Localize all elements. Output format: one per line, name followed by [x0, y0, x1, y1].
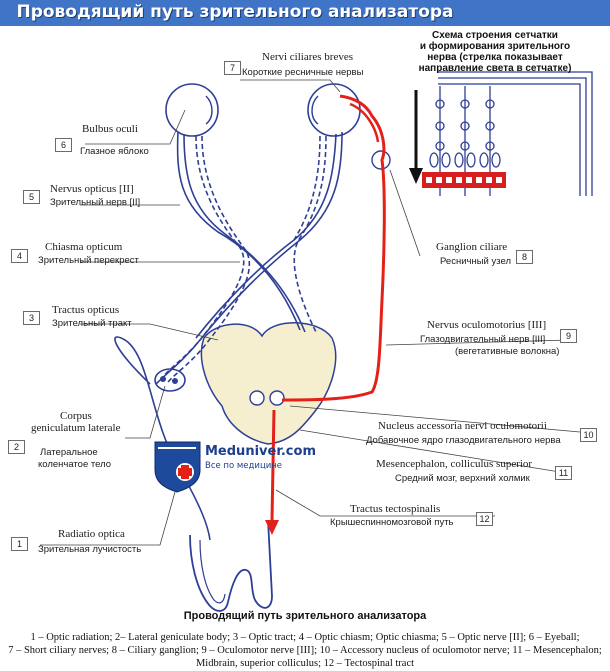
label-latin-7: Nervi ciliares breves	[262, 51, 354, 63]
legend-line: 1 – Optic radiation; 2– Lateral genicula…	[30, 632, 580, 643]
watermark-shield	[154, 441, 201, 493]
label-number-1: 1	[11, 537, 28, 551]
lgb-neuron-1	[160, 376, 166, 382]
figure-legend: 1 – Optic radiation; 2– Lateral genicula…	[4, 631, 606, 670]
ciliary-nerve-arrow	[349, 102, 380, 143]
label-latin-2: Corpus	[60, 410, 92, 422]
label-latin-2b: geniculatum laterale	[31, 422, 121, 434]
label-number-10: 10	[580, 428, 597, 442]
occipital-cortex	[189, 519, 273, 612]
left-eyeball	[165, 83, 219, 137]
accessory-nucleus-right	[269, 390, 285, 406]
light-direction-arrowhead	[409, 168, 423, 184]
optic-nerve-right	[155, 131, 343, 385]
right-eyeball	[307, 83, 361, 137]
label-latin-8: Ganglion ciliare	[436, 241, 508, 253]
tectospinal-path	[270, 409, 276, 521]
label-russian-2b: коленчатое тело	[38, 459, 112, 470]
label-russian-4: Зрительный перекрест	[38, 255, 139, 266]
label-number-6: 6	[55, 138, 72, 152]
lateral-geniculate-body	[154, 368, 186, 392]
pigment-cells	[426, 177, 502, 183]
right-lens	[311, 95, 319, 125]
label-russian-3: Зрительный тракт	[52, 318, 132, 329]
label-russian-9: Глазодвигательный нерв [III]	[420, 334, 546, 345]
title-banner	[0, 0, 610, 26]
figure-caption: Проводящий путь зрительного анализатора	[183, 610, 427, 622]
label-number-8: 8	[516, 250, 533, 264]
label-russian-2: Латеральное	[40, 447, 98, 458]
accessory-nucleus-left	[249, 390, 265, 406]
label-latin-11: Mesencephalon, colliculus superior	[376, 458, 533, 470]
legend-line: Midbrain, superior colliculus; 12 – Tect…	[195, 658, 415, 669]
label-latin-5: Nervus opticus [II]	[50, 183, 134, 195]
label-latin-1: Radiatio optica	[58, 528, 125, 540]
label-latin-12: Tractus tectospinalis	[350, 503, 441, 515]
legend-line: 7 – Short ciliary nerves; 8 – Ciliary ga…	[8, 645, 602, 656]
label-number-2: 2	[8, 440, 25, 454]
tectospinal-arrowhead	[265, 520, 279, 535]
label-russian-8: Ресничный узел	[440, 256, 511, 267]
schema-line: нерва (стрелка показывает	[427, 52, 563, 63]
label-number-5: 5	[23, 190, 40, 204]
occipital-cortex-inner	[199, 539, 226, 604]
leader-lines	[40, 79, 581, 546]
label-latin-10: Nucleus accessoria nervi oculomotorii	[378, 420, 547, 432]
watermark-name: Meduniver.com	[205, 444, 316, 459]
label-russian-9b: (вегетативные волокна)	[455, 346, 560, 357]
retina-schema	[429, 71, 593, 196]
schema-line: Схема строения сетчатки	[432, 30, 558, 41]
label-latin-6: Bulbus oculi	[82, 123, 138, 135]
oculomotor-reflex-path	[281, 94, 386, 402]
label-russian-11: Средний мозг, верхний холмик	[395, 473, 530, 484]
label-russian-5: Зрительный нерв [II]	[50, 197, 141, 208]
pigment-layer	[422, 172, 506, 188]
optic-radiation	[114, 336, 211, 541]
retina-schema-note: Схема строения сетчатки и формирования з…	[400, 30, 590, 74]
schema-line: направление света в сетчатке)	[418, 63, 572, 74]
label-russian-6: Глазное яблоко	[80, 146, 149, 157]
page-title: Проводящий путь зрительного анализатора	[16, 2, 454, 22]
label-number-7: 7	[224, 61, 241, 75]
label-number-11: 11	[555, 466, 572, 480]
midbrain	[200, 322, 337, 445]
label-number-9: 9	[560, 329, 577, 343]
label-russian-7: Короткие ресничные нервы	[242, 67, 364, 78]
label-russian-12: Крышеспинномозговой путь	[330, 517, 454, 528]
label-russian-1: Зрительная лучистость	[38, 544, 142, 555]
label-number-12: 12	[476, 512, 493, 526]
label-latin-4: Chiasma opticum	[45, 241, 123, 253]
label-latin-9: Nervus oculomotorius [III]	[427, 319, 547, 331]
label-number-3: 3	[23, 311, 40, 325]
label-latin-3: Tractus opticus	[52, 304, 120, 316]
left-lens	[205, 95, 213, 125]
lgb-neuron-2	[172, 378, 178, 384]
label-number-4: 4	[11, 249, 28, 263]
schema-line: и формирования зрительного	[419, 41, 571, 52]
watermark-subtitle: Все по медицине	[205, 461, 283, 471]
label-russian-10: Добавочное ядро глазодвигательного нерва	[366, 435, 561, 446]
